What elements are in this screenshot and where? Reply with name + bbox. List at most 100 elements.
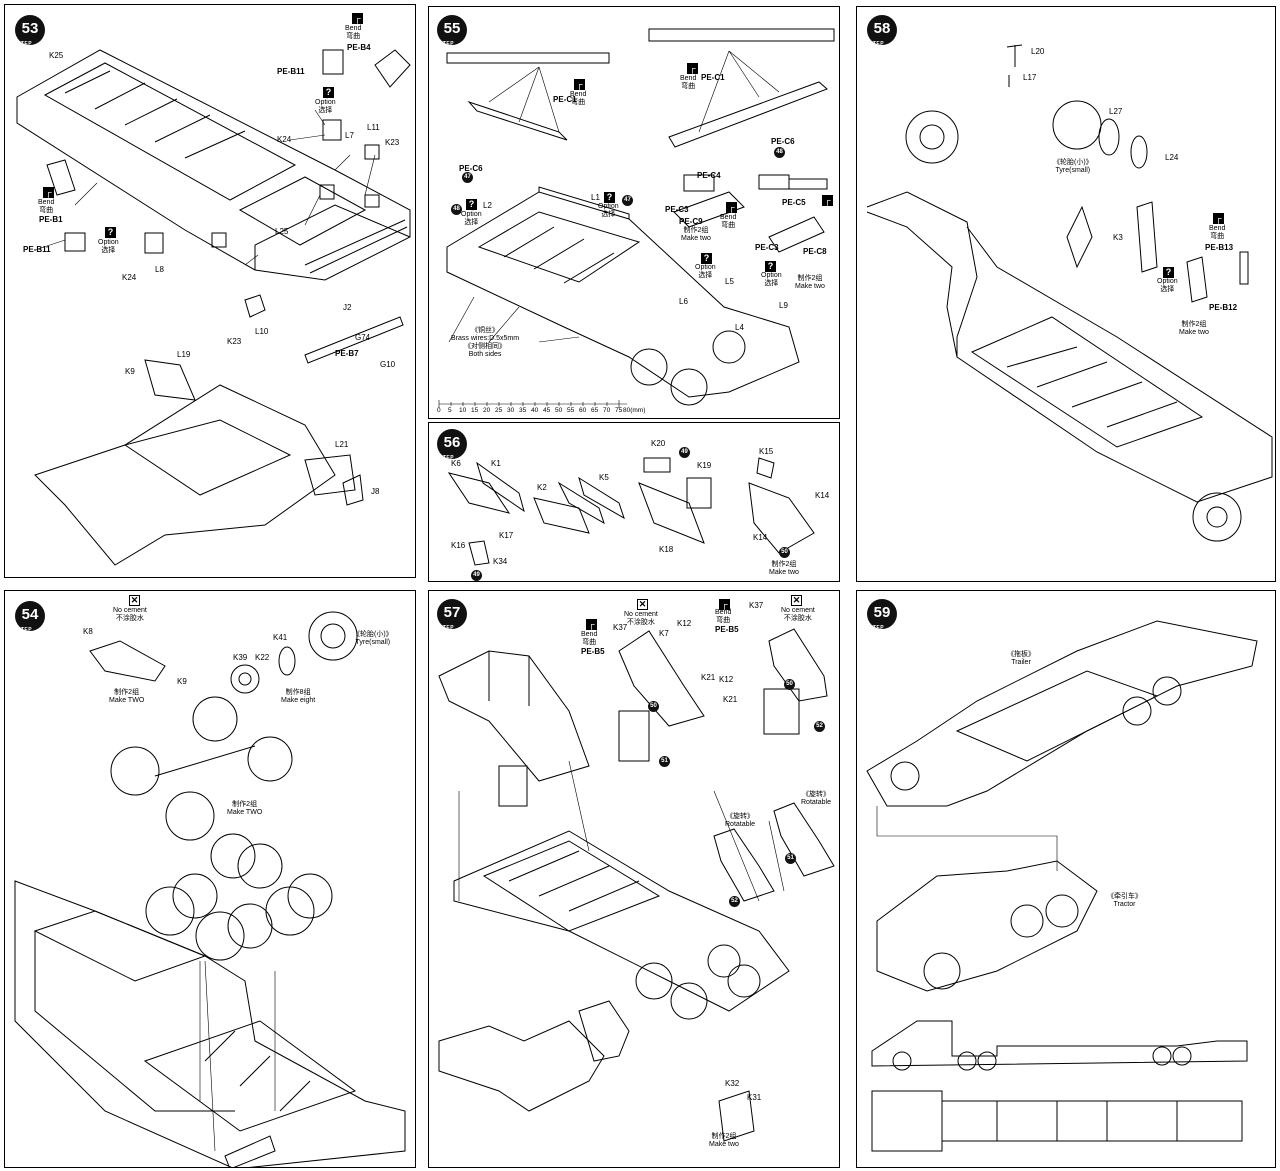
rotatable-note: 《旋转》Rotatable xyxy=(801,791,831,806)
bend-icon: ┌ xyxy=(586,619,597,630)
part-label: K31 xyxy=(747,1093,762,1102)
part-label: PE-B4 xyxy=(347,43,371,52)
part-label: K3 xyxy=(1113,233,1123,242)
part-label: K2 xyxy=(537,483,547,492)
part-label: PE-C1 xyxy=(701,73,725,82)
part-label: PE-B5 xyxy=(715,625,739,634)
part-label: PE-B7 xyxy=(335,349,359,358)
part-label: L17 xyxy=(1023,73,1037,82)
part-label: L19 xyxy=(177,350,191,359)
option-icon: ? xyxy=(1163,267,1174,278)
part-label: K23 xyxy=(385,138,400,147)
part-label: K34 xyxy=(493,557,508,566)
part-label: K19 xyxy=(697,461,712,470)
bend-icon: ┌ xyxy=(43,187,54,198)
no-cement-icon: ✕ xyxy=(791,595,802,606)
step-callout: 49 xyxy=(679,447,690,458)
part-label: K21 xyxy=(701,673,716,682)
part-label: K21 xyxy=(723,695,738,704)
step-callout: 47 xyxy=(622,195,633,206)
bend-icon: ┌ xyxy=(719,599,730,610)
step-54-drawing xyxy=(14,611,406,1167)
option-icon: ? xyxy=(105,227,116,238)
step-callout: 50 xyxy=(648,701,659,712)
part-label: K14 xyxy=(753,533,768,542)
part-label: PE-C1 xyxy=(553,95,577,104)
bend-icon: ┌ xyxy=(574,79,585,90)
part-label: J8 xyxy=(371,487,380,496)
part-label: L10 xyxy=(255,327,269,336)
part-label: K20 xyxy=(651,439,666,448)
step-callout: 52 xyxy=(729,896,740,907)
step-callout: 48 xyxy=(451,204,462,215)
part-label: K12 xyxy=(677,619,692,628)
part-label: K5 xyxy=(599,473,609,482)
trailer-note: 《拖板》Trailer xyxy=(1007,651,1035,666)
part-label: L9 xyxy=(779,301,788,310)
part-label: L25 xyxy=(275,227,289,236)
option-icon: ? xyxy=(323,87,334,98)
part-label: L1 xyxy=(591,193,600,202)
part-label: K23 xyxy=(227,337,242,346)
part-label: K7 xyxy=(659,629,669,638)
part-label: L2 xyxy=(483,201,492,210)
part-label: PE-B12 xyxy=(1209,303,1238,312)
part-label: PE-C6 xyxy=(459,164,483,173)
tyre-small-note: 《轮胎(小)》Tyre(small) xyxy=(1053,159,1093,174)
part-label: L4 xyxy=(735,323,744,332)
part-label: L11 xyxy=(367,123,380,132)
part-label: PE-C4 xyxy=(697,171,721,180)
step-callout: 48 xyxy=(774,147,785,158)
part-label: K12 xyxy=(719,675,734,684)
part-label: L24 xyxy=(1165,153,1179,162)
part-label: K24 xyxy=(277,135,292,144)
part-label: K18 xyxy=(659,545,674,554)
part-label: L6 xyxy=(679,297,688,306)
part-label: PE-B5 xyxy=(581,647,605,656)
part-label: PE-C6 xyxy=(771,137,795,146)
step-56-drawing xyxy=(447,457,815,566)
part-label: PE-C3 xyxy=(665,205,689,214)
step-58-drawing xyxy=(866,44,1273,542)
part-label: L7 xyxy=(345,131,354,140)
bend-icon: ┌ xyxy=(726,202,737,213)
rotatable-note: 《旋转》Rotatable xyxy=(725,813,755,828)
part-label: PE-C5 xyxy=(782,198,806,207)
step-59-drawing xyxy=(866,620,1258,1152)
part-label: K41 xyxy=(273,633,288,642)
part-label: K16 xyxy=(451,541,466,550)
step-callout: 51 xyxy=(785,853,796,864)
step-callout: 50 xyxy=(779,547,790,558)
option-icon: ? xyxy=(701,253,712,264)
tyre-small-note: 《轮胎(小)》Tyre(small) xyxy=(353,631,393,646)
part-label: PE-B11 xyxy=(23,245,51,254)
part-label: K37 xyxy=(613,623,628,632)
part-label: K24 xyxy=(122,273,137,282)
part-label: PE-C9 xyxy=(679,217,703,226)
option-icon: ? xyxy=(466,199,477,210)
step-callout: 50 xyxy=(784,679,795,690)
